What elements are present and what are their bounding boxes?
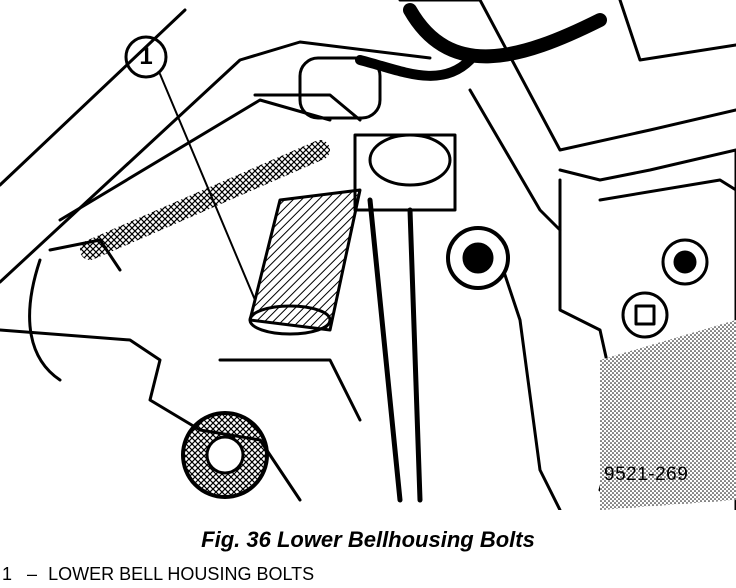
legend: 1 – LOWER BELL HOUSING BOLTS bbox=[2, 564, 314, 585]
right-bolt-upper bbox=[661, 238, 709, 286]
bellhousing-illustration: 1 9521-269 bbox=[0, 0, 736, 512]
figure-caption: Fig. 36 Lower Bellhousing Bolts bbox=[201, 527, 535, 552]
legend-item-label: LOWER BELL HOUSING BOLTS bbox=[48, 564, 315, 584]
legend-item-separator: – bbox=[27, 564, 38, 584]
right-bolt-lower bbox=[621, 291, 669, 339]
braided-hose bbox=[80, 140, 330, 260]
bellhousing-right bbox=[558, 148, 736, 512]
frame-line-top bbox=[0, 8, 187, 187]
frame-line-mid bbox=[0, 40, 432, 284]
part-number: 9521-269 bbox=[604, 464, 689, 485]
callout-leader bbox=[159, 73, 256, 301]
callout-number: 1 bbox=[139, 43, 153, 70]
connector bbox=[298, 56, 382, 120]
line-drawing bbox=[0, 0, 736, 512]
shaded-region bbox=[600, 320, 736, 510]
socket-top bbox=[368, 133, 452, 187]
callout-circle bbox=[124, 35, 168, 79]
extension-bar bbox=[248, 188, 362, 332]
engine-panel bbox=[398, 0, 736, 152]
legend-item-number: 1 bbox=[2, 564, 13, 584]
ratchet-handle bbox=[367, 197, 423, 503]
wire-harness bbox=[403, 3, 607, 64]
